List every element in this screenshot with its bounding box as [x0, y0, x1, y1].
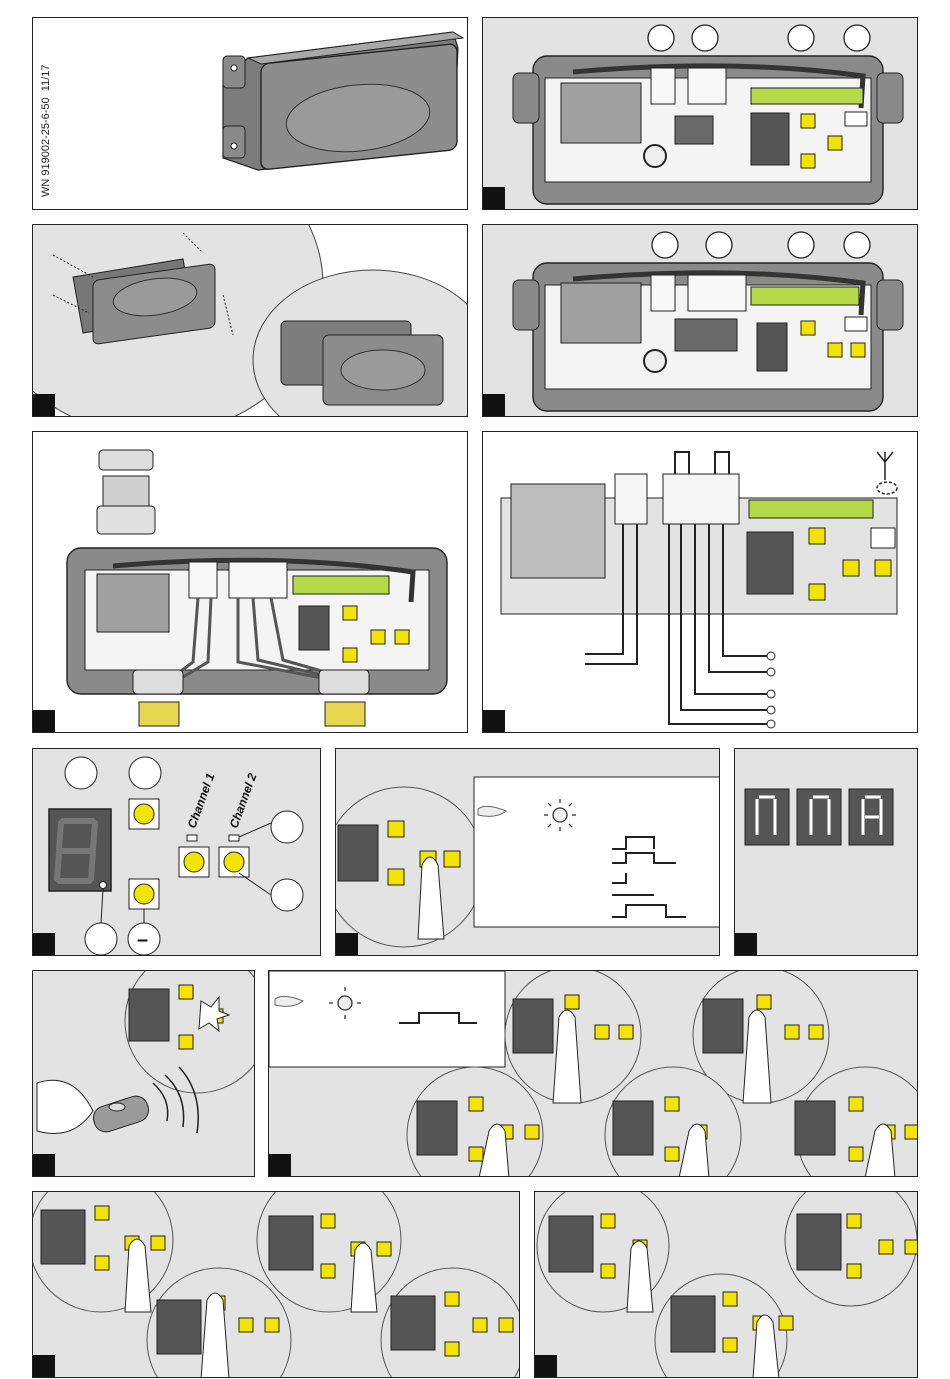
panel-sequence-right — [534, 1191, 918, 1378]
panel-channel-timing — [335, 748, 720, 956]
panel-learn-sequence — [268, 970, 918, 1177]
minus-symbol: – — [137, 929, 148, 951]
board-a-illustration — [483, 18, 918, 210]
panel-remote — [32, 970, 255, 1177]
remote-illustration — [33, 971, 255, 1177]
seven-segment-display-icon — [745, 789, 893, 845]
step-marker — [735, 933, 757, 955]
sequence-right-illustration — [535, 1192, 918, 1378]
panel-display-states — [734, 748, 918, 956]
controls-illustration: Channel 1 Channel 2 – — [33, 749, 321, 956]
panel-sequence-left — [32, 1191, 520, 1378]
channel-2-label: Channel 2 — [227, 771, 260, 830]
panel-wiring-housing — [32, 431, 468, 733]
panel-controls: Channel 1 Channel 2 – — [32, 748, 321, 956]
channel-timing-illustration — [336, 749, 720, 956]
wiring-housing-illustration — [33, 432, 468, 733]
housing-box — [223, 32, 463, 170]
learn-sequence-illustration — [269, 971, 918, 1177]
step-marker — [33, 933, 55, 955]
display-states-illustration — [735, 749, 918, 956]
wiring-diagram-illustration — [483, 432, 918, 733]
cable-gland-icon — [97, 450, 155, 534]
antenna-icon — [877, 452, 897, 494]
step-marker — [483, 187, 505, 209]
screws-illustration — [33, 225, 468, 417]
step-marker — [33, 1154, 55, 1176]
step-marker — [33, 710, 55, 732]
step-marker — [483, 710, 505, 732]
step-marker — [33, 1355, 55, 1377]
step-marker — [336, 933, 358, 955]
channel-1-label: Channel 1 — [185, 771, 218, 830]
seven-segment-display-icon — [49, 809, 111, 891]
panel-wiring-diagram — [482, 431, 918, 733]
step-marker — [483, 394, 505, 416]
sequence-left-illustration — [33, 1192, 520, 1378]
panel-board-b — [482, 224, 918, 417]
step-marker — [269, 1154, 291, 1176]
board-b-illustration — [483, 225, 918, 417]
panel-screws — [32, 224, 468, 417]
housing-illustration — [33, 18, 468, 210]
panel-housing: WN 919002-25-6-50 11/17 — [32, 17, 468, 210]
step-marker — [535, 1355, 557, 1377]
panel-board-a — [482, 17, 918, 210]
step-marker — [33, 394, 55, 416]
remote-control-icon — [37, 1080, 152, 1135]
